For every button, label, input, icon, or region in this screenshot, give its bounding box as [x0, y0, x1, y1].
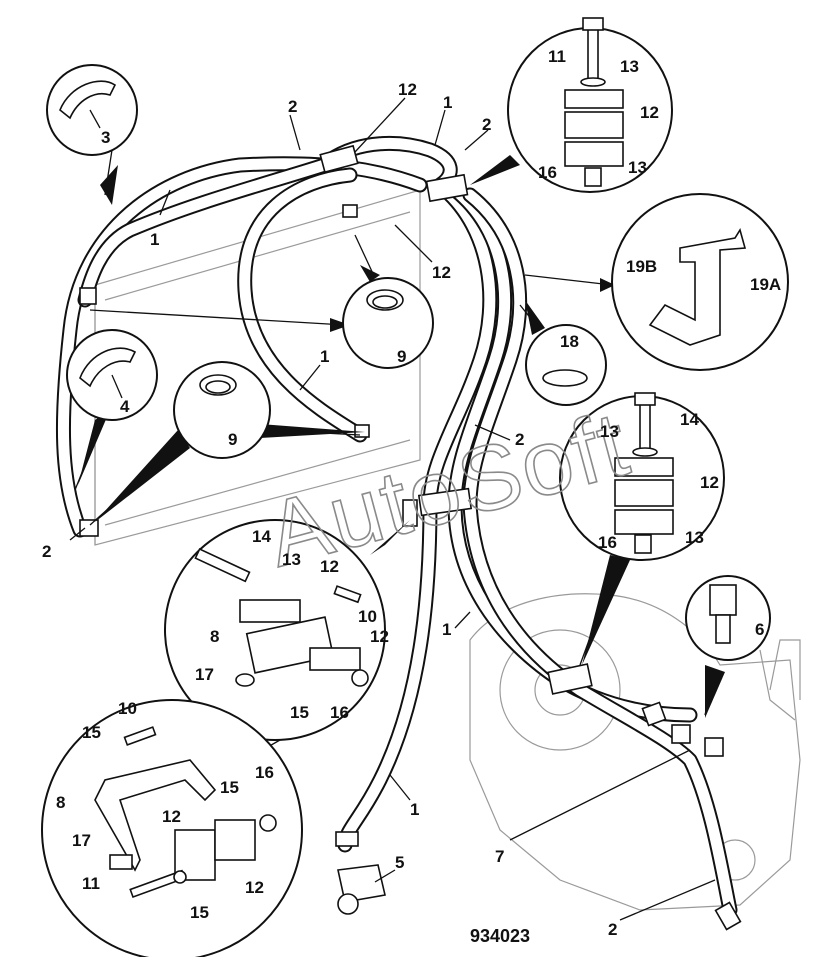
- label-11: 11: [548, 47, 566, 66]
- label-2: 2: [42, 542, 51, 561]
- part-labels: 3 2 12 1 2 1 12 9 1 4 9 2 2 18 19B 19A 1…: [42, 47, 781, 939]
- label-12: 12: [432, 263, 451, 282]
- callout-upper-clamp-stack: [470, 17, 673, 193]
- label-1: 1: [320, 347, 329, 366]
- leaders-12: [354, 97, 433, 263]
- label-16: 16: [598, 533, 617, 552]
- callout-18-cable-tie: [519, 300, 607, 406]
- label-1: 1: [410, 800, 419, 819]
- label-15: 15: [82, 723, 101, 742]
- label-12: 12: [700, 473, 719, 492]
- label-12: 12: [398, 80, 417, 99]
- label-17: 17: [72, 831, 91, 850]
- label-3: 3: [101, 128, 110, 147]
- callout-9-hose-clamp-lower: [89, 361, 365, 526]
- label-8: 8: [210, 627, 219, 646]
- label-12: 12: [245, 878, 264, 897]
- label-1: 1: [442, 620, 451, 639]
- callout-exploded-bracket: [41, 699, 303, 957]
- label-5: 5: [395, 853, 404, 872]
- figure-number: 934023: [470, 926, 530, 946]
- label-16: 16: [255, 763, 274, 782]
- engine-outline: [469, 593, 801, 911]
- leader-7: [509, 749, 691, 841]
- label-15: 15: [190, 903, 209, 922]
- label-13: 13: [620, 57, 639, 76]
- label-2: 2: [288, 97, 297, 116]
- label-10: 10: [358, 607, 377, 626]
- callout-9-hose-clamp-upper: [89, 234, 434, 369]
- label-4: 4: [120, 397, 130, 416]
- label-2: 2: [482, 115, 491, 134]
- callout-19-bracket: [524, 193, 789, 371]
- label-13: 13: [685, 528, 704, 547]
- label-16: 16: [330, 703, 349, 722]
- label-1: 1: [443, 93, 452, 112]
- label-18: 18: [560, 332, 579, 351]
- callout-4-hose-sleeve: [66, 329, 158, 491]
- label-9: 9: [397, 347, 406, 366]
- label-11: 11: [82, 874, 100, 893]
- leaders-1: [159, 109, 471, 801]
- label-12: 12: [640, 103, 659, 122]
- label-19B: 19B: [626, 257, 657, 276]
- leader-5: [374, 869, 396, 883]
- radiator-outline: [94, 189, 421, 546]
- callout-bracket-assembly: [164, 519, 410, 741]
- label-14: 14: [680, 410, 699, 429]
- hose-assembly: [55, 136, 742, 931]
- label-8: 8: [56, 793, 65, 812]
- leaders-2: [69, 114, 716, 921]
- label-7: 7: [495, 847, 504, 866]
- label-16: 16: [538, 163, 557, 182]
- label-6: 6: [755, 620, 764, 639]
- label-2: 2: [608, 920, 617, 939]
- label-1: 1: [150, 230, 159, 249]
- label-12: 12: [162, 807, 181, 826]
- label-13: 13: [628, 158, 647, 177]
- callout-6-sensor: [685, 575, 771, 718]
- callout-middle-clamp-stack: [559, 392, 725, 666]
- label-15: 15: [290, 703, 309, 722]
- label-14: 14: [252, 527, 271, 546]
- label-19A: 19A: [750, 275, 781, 294]
- callout-3-hose-sleeve: [46, 64, 138, 205]
- label-2: 2: [515, 430, 524, 449]
- label-10: 10: [118, 699, 137, 718]
- label-12: 12: [370, 627, 389, 646]
- label-17: 17: [195, 665, 214, 684]
- label-13: 13: [282, 550, 301, 569]
- label-9: 9: [228, 430, 237, 449]
- label-12: 12: [320, 557, 339, 576]
- label-13: 13: [600, 422, 619, 441]
- label-15: 15: [220, 778, 239, 797]
